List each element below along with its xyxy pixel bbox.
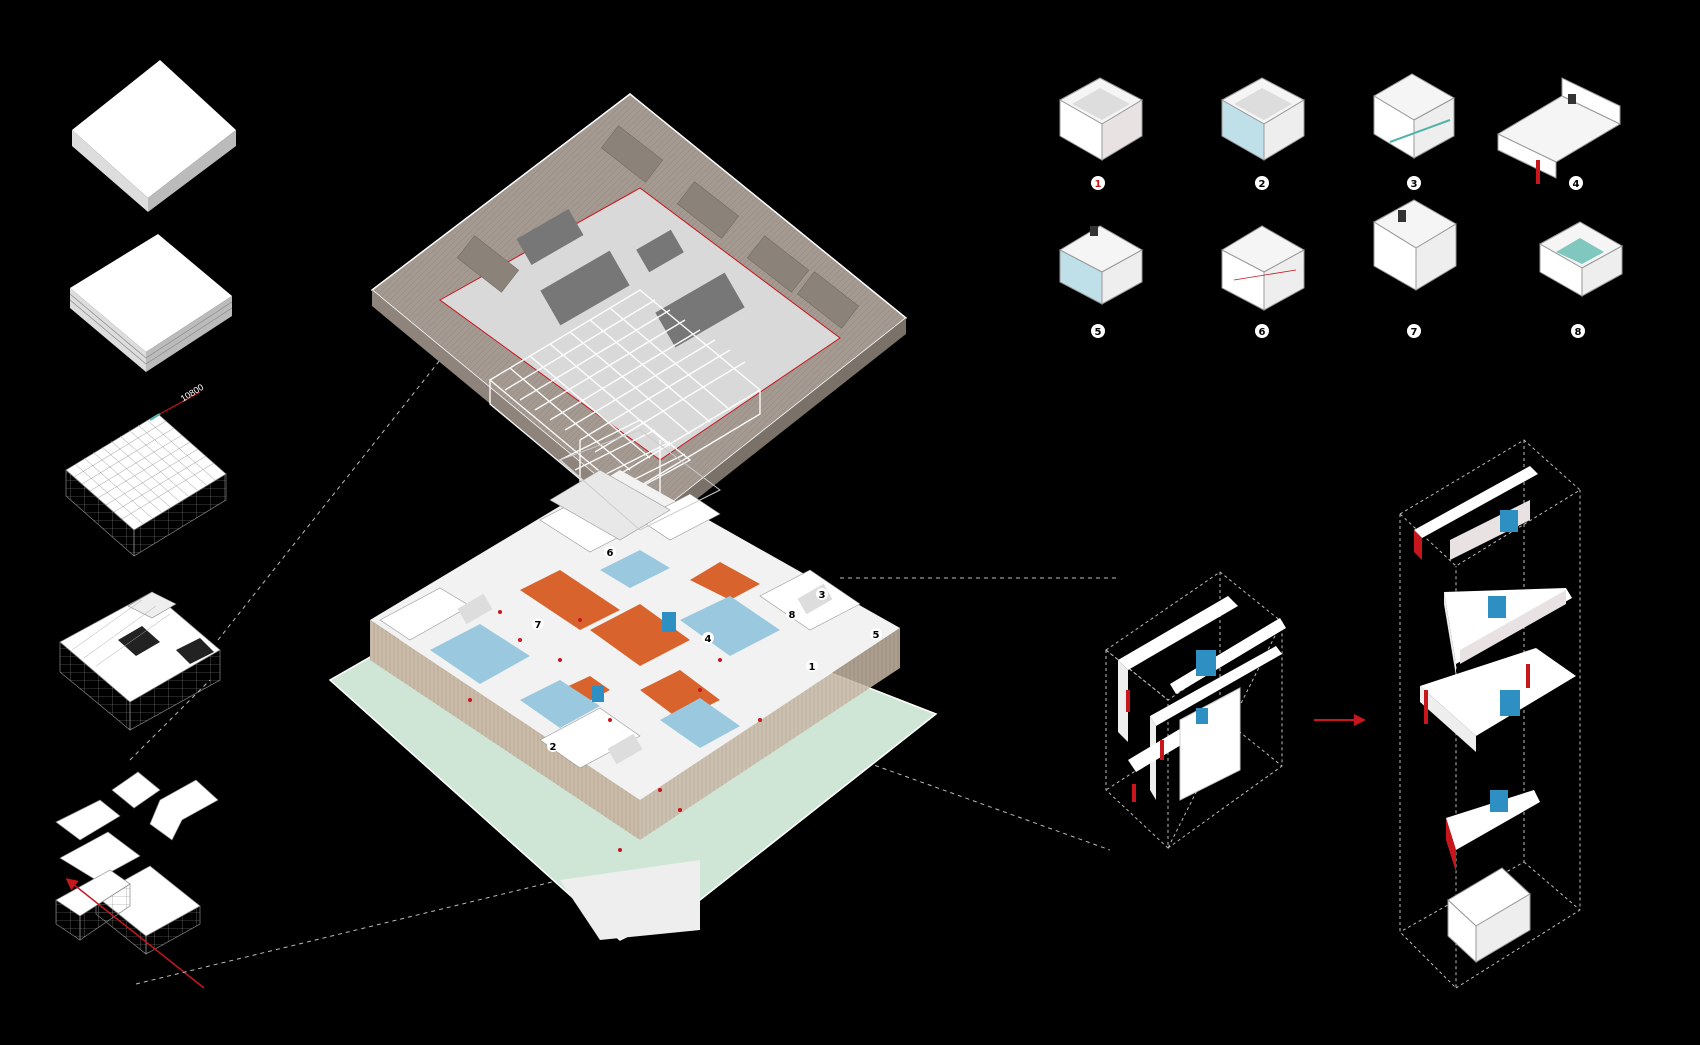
- massing-stage-5-dispersed: [55, 771, 219, 989]
- svg-text:3: 3: [1411, 179, 1418, 190]
- plan-marker: 2: [547, 740, 559, 753]
- unit-label: 5: [1091, 324, 1105, 338]
- plan-marker: 4: [702, 632, 714, 645]
- massing-stage-3-grid: 10800: [65, 382, 227, 557]
- svg-text:8: 8: [1575, 327, 1582, 338]
- unit-type-1: [1058, 77, 1144, 161]
- svg-text:5: 5: [1095, 327, 1102, 338]
- plan-marker: 8: [786, 608, 798, 621]
- red-arrow-right-icon: [1314, 714, 1366, 726]
- plan-marker: 5: [870, 628, 882, 641]
- svg-text:4: 4: [1573, 179, 1580, 190]
- unit-label: 8: [1571, 324, 1585, 338]
- unit-label: 6: [1255, 324, 1269, 338]
- plan-marker: 3: [816, 588, 828, 601]
- svg-text:6: 6: [1259, 327, 1266, 338]
- svg-text:3: 3: [819, 590, 826, 601]
- plan-marker: 6: [604, 546, 616, 559]
- svg-text:4: 4: [705, 634, 712, 645]
- svg-text:6: 6: [607, 548, 614, 559]
- massing-stage-1: [72, 60, 236, 212]
- svg-text:8: 8: [789, 610, 796, 621]
- unit-type-7: [1373, 199, 1457, 291]
- svg-text:2: 2: [1259, 179, 1266, 190]
- dimension-label: 10800: [179, 382, 206, 404]
- unit-label: 7: [1407, 324, 1421, 338]
- unit-type-4: [1496, 77, 1622, 184]
- zoomed-module: [1105, 571, 1286, 850]
- svg-text:7: 7: [1411, 327, 1418, 338]
- unit-label: 4: [1569, 176, 1583, 190]
- plan-marker: 1: [806, 660, 818, 673]
- plan-marker-group: 2 3 4 5 6 7 8 1: [532, 546, 882, 753]
- exploded-module-stack: [1399, 439, 1581, 990]
- svg-text:5: 5: [873, 630, 880, 641]
- main-floor-plan: [370, 429, 900, 852]
- unit-types-grid: [1058, 73, 1624, 311]
- dotted-connector-lines: [129, 359, 1120, 985]
- svg-text:1: 1: [809, 662, 816, 673]
- unit-label: 1: [1091, 176, 1105, 190]
- unit-label-group: 1 2 3 4 5 6 7 8: [1091, 176, 1585, 338]
- unit-label: 2: [1255, 176, 1269, 190]
- unit-type-5: [1058, 225, 1144, 305]
- roof-layer: [370, 93, 908, 536]
- massing-stage-2: [69, 234, 233, 372]
- unit-label: 3: [1407, 176, 1421, 190]
- svg-text:1: 1: [1095, 179, 1102, 190]
- red-direction-arrow-icon: [65, 878, 205, 989]
- svg-text:2: 2: [550, 742, 557, 753]
- svg-text:7: 7: [535, 620, 542, 631]
- unit-type-6: [1220, 225, 1306, 311]
- massing-stage-4-carved: [59, 591, 221, 731]
- plan-marker: 7: [532, 618, 544, 631]
- unit-type-8: [1538, 221, 1624, 297]
- unit-type-2: [1220, 77, 1306, 161]
- unit-type-3: [1373, 73, 1456, 159]
